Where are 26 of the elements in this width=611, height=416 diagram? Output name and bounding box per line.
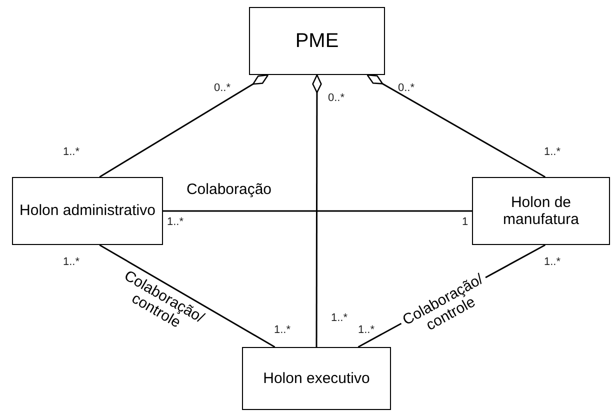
association-line [312, 74, 322, 347]
class-name: Holon executivo [263, 370, 370, 388]
multiplicity-label: 1..* [63, 146, 80, 158]
association-line [366, 74, 546, 178]
multiplicity-label: 0..* [398, 82, 415, 94]
multiplicity-label: 1..* [544, 146, 561, 158]
multiplicity-label: 1..* [358, 324, 375, 336]
multiplicity-label: 0..* [214, 82, 231, 94]
edge-label: Colaboração [186, 182, 272, 198]
multiplicity-label: 0..* [328, 92, 345, 104]
multiplicity-label: 1..* [544, 256, 561, 268]
multiplicity-label: 1..* [63, 256, 80, 268]
class-box [249, 7, 385, 75]
class-name: Holon administrativo [20, 202, 156, 220]
multiplicity-label: 1..* [331, 312, 348, 324]
class-name: PME [295, 30, 339, 52]
multiplicity-label: 1 [462, 216, 468, 228]
multiplicity-label: 1..* [274, 324, 291, 336]
class-box [472, 177, 610, 245]
class-box [242, 347, 391, 410]
class-box [12, 177, 163, 245]
multiplicity-label: 1..* [167, 216, 184, 228]
association-line [163, 210, 472, 212]
association-line [99, 244, 276, 348]
class-name: Holon de manufatura [502, 194, 580, 228]
association-line [99, 74, 269, 178]
